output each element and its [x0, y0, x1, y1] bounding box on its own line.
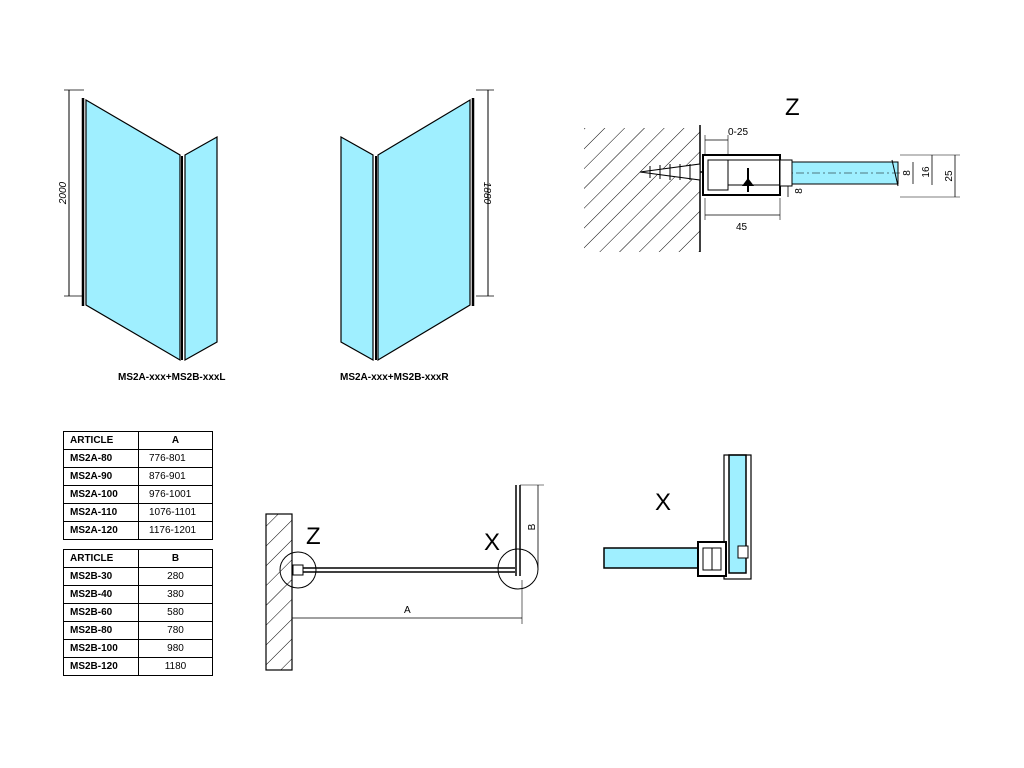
detail-z: Z 0-25 45 8	[584, 94, 960, 252]
right-enclosure-view: 1880 MS2A-xxx+MS2B-xxxR	[340, 89, 494, 383]
right-side-glass-panel	[340, 135, 374, 362]
dim-gap-label: 0-25	[728, 127, 748, 138]
table-a-header-a: A	[138, 431, 213, 450]
detail-x-title: X	[655, 489, 671, 516]
dim-45-label: 45	[736, 222, 748, 233]
right-main-glass-panel	[377, 98, 471, 362]
left-height-label: 2000	[58, 181, 69, 205]
dim-glass-label: 8	[902, 170, 913, 176]
plan-circle-z	[279, 551, 317, 589]
plan-dim-b: B	[527, 523, 538, 530]
wall-profile	[702, 154, 781, 196]
table-a-header-article: ARTICLE	[63, 431, 139, 450]
detail-x-horizontal-glass	[603, 547, 701, 569]
plan-dim-a: A	[404, 605, 411, 616]
plan-wall-hatch	[265, 513, 293, 671]
left-enclosure-view: 2000 MS2A-xxx+MS2B-xxxL	[58, 89, 226, 383]
left-view-caption: MS2A-xxx+MS2B-xxxL	[118, 372, 226, 383]
dim-16-label: 16	[921, 166, 932, 178]
table-b-header-b: B	[138, 549, 213, 568]
left-main-glass-panel	[85, 98, 181, 362]
right-view-caption: MS2A-xxx+MS2B-xxxR	[340, 372, 449, 383]
right-height-label: 1880	[481, 182, 492, 205]
detail-z-title: Z	[785, 94, 800, 121]
left-side-glass-panel	[184, 135, 218, 362]
plan-circle-x	[497, 548, 539, 590]
dim-8-small-label: 8	[794, 188, 805, 194]
detail-x: X	[603, 454, 752, 580]
plan-view: Z X A B	[265, 484, 544, 671]
plan-label-z: Z	[306, 523, 321, 550]
plan-label-x: X	[484, 529, 500, 556]
dim-25-label: 25	[944, 170, 955, 182]
table-b-header-article: ARTICLE	[63, 549, 139, 568]
detail-z-wall-hatch	[584, 128, 700, 252]
